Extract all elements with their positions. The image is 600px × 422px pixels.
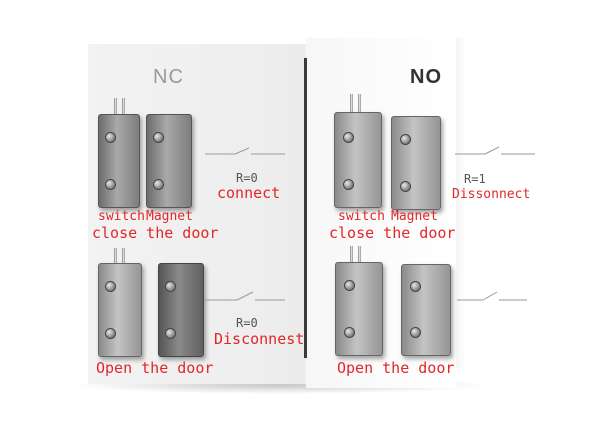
terminal-pin-icon	[358, 246, 361, 264]
switch-block	[335, 262, 383, 356]
heading-no: NO	[410, 66, 442, 88]
no-closed-resistance: R=1	[464, 172, 486, 186]
switch-symbol-icon	[455, 146, 535, 155]
nc-switch-label: switch	[98, 209, 145, 224]
heading-nc: NC	[153, 66, 184, 88]
switch-block	[98, 114, 140, 208]
screw-icon	[105, 179, 116, 190]
terminal-pin-icon	[122, 248, 125, 266]
screw-icon	[343, 179, 354, 190]
no-open-magnet	[401, 264, 451, 356]
terminal-pin-icon	[350, 246, 353, 264]
switch-symbol-icon	[457, 291, 527, 301]
nc-closed-caption: close the door	[92, 224, 219, 242]
no-switch-label: switch	[338, 209, 385, 224]
screw-icon	[344, 327, 355, 338]
panel-divider	[304, 58, 307, 358]
terminal-pin-icon	[114, 248, 117, 266]
nc-closed-resistance: R=0	[236, 171, 258, 185]
switch-symbol-icon	[205, 147, 285, 155]
terminal-pin-icon	[122, 98, 125, 116]
panel-no-edge	[456, 38, 466, 368]
no-magnet-label: Magnet	[391, 209, 438, 224]
screw-icon	[410, 281, 421, 292]
no-closed-caption: close the door	[329, 224, 456, 242]
nc-open-caption: Open the door	[96, 359, 214, 377]
nc-magnet-label: Magnet	[146, 209, 193, 224]
screw-icon	[410, 327, 421, 338]
terminal-pin-icon	[114, 98, 117, 116]
nc-closed-state: connect	[217, 184, 281, 202]
no-closed-state: Dissonnect	[452, 187, 531, 202]
screw-icon	[343, 132, 354, 143]
screw-icon	[105, 281, 116, 292]
nc-open-state: Disconnest	[214, 330, 305, 348]
screw-icon	[165, 281, 176, 292]
nc-open-magnet	[158, 263, 204, 357]
switch-block	[98, 263, 142, 357]
screw-icon	[105, 328, 116, 339]
switch-symbol-icon	[205, 291, 285, 301]
screw-icon	[400, 134, 411, 145]
no-closed-magnet	[391, 116, 441, 210]
screw-icon	[153, 179, 164, 190]
terminal-pin-icon	[358, 94, 361, 112]
screw-icon	[153, 132, 164, 143]
switch-block	[334, 112, 382, 208]
no-open-caption: Open the door	[337, 359, 455, 377]
screw-icon	[344, 280, 355, 291]
screw-icon	[400, 181, 411, 192]
nc-closed-magnet	[146, 114, 192, 208]
screw-icon	[165, 328, 176, 339]
terminal-pin-icon	[350, 94, 353, 112]
screw-icon	[105, 132, 116, 143]
nc-open-resistance: R=0	[236, 316, 258, 330]
